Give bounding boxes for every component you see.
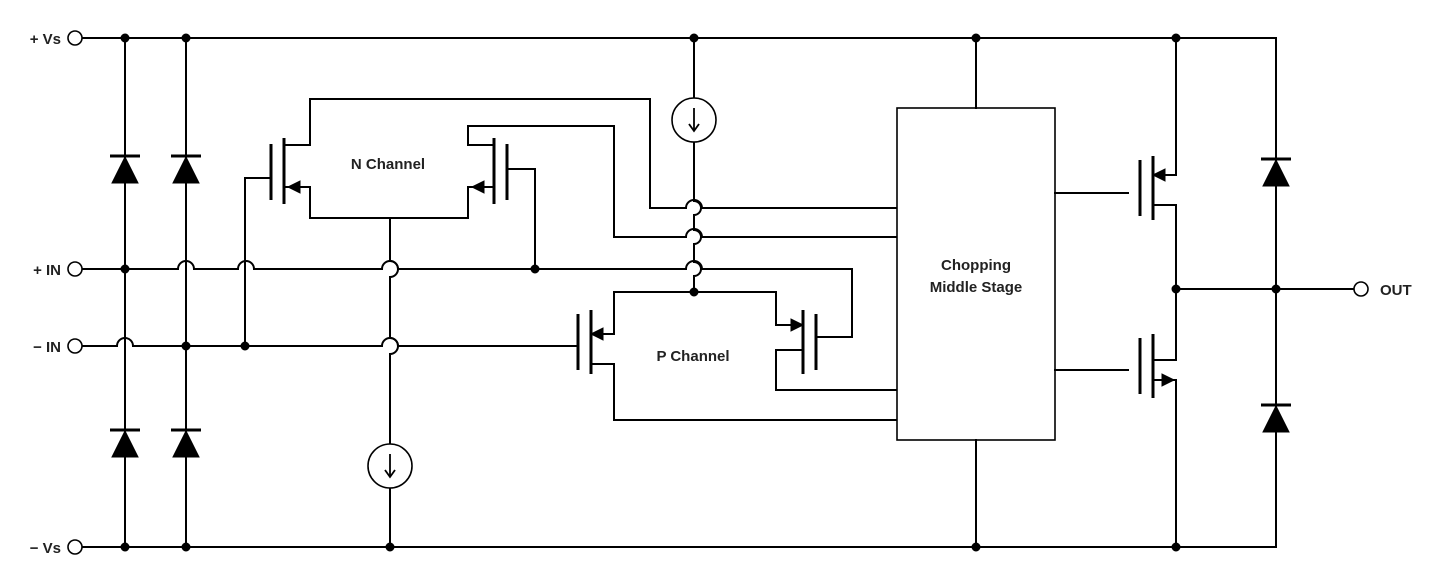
input-protection-diodes <box>110 37 201 548</box>
output-stage <box>1054 37 1355 548</box>
p-channel-input-stage: P Channel <box>575 291 897 421</box>
input-lines <box>82 260 853 347</box>
terminals <box>67 30 1369 555</box>
in-neg-label: − IN <box>33 339 61 356</box>
out-terminal <box>1353 281 1369 297</box>
vs-pos-label: + Vs <box>30 31 61 48</box>
in-pos-label: + IN <box>33 262 61 279</box>
chopping-label-line1: Chopping <box>941 257 1011 274</box>
junction-dots <box>120 33 1281 552</box>
out-label: OUT <box>1380 282 1412 299</box>
vs-neg-terminal <box>67 539 83 555</box>
supply-rails <box>82 37 1277 548</box>
in-pos-terminal <box>67 261 83 277</box>
n-channel-input-stage: N Channel <box>244 98 897 548</box>
n-channel-label: N Channel <box>351 156 425 173</box>
chopping-middle-stage: Chopping Middle Stage <box>896 37 1056 548</box>
vs-neg-label: − Vs <box>30 540 61 557</box>
pin-labels: + Vs + IN − IN − Vs OUT <box>30 31 1412 557</box>
p-channel-label: P Channel <box>656 348 729 365</box>
chopping-label-line2: Middle Stage <box>930 279 1023 296</box>
in-neg-terminal <box>67 338 83 354</box>
vs-pos-terminal <box>67 30 83 46</box>
p-channel-current-source <box>671 37 717 293</box>
